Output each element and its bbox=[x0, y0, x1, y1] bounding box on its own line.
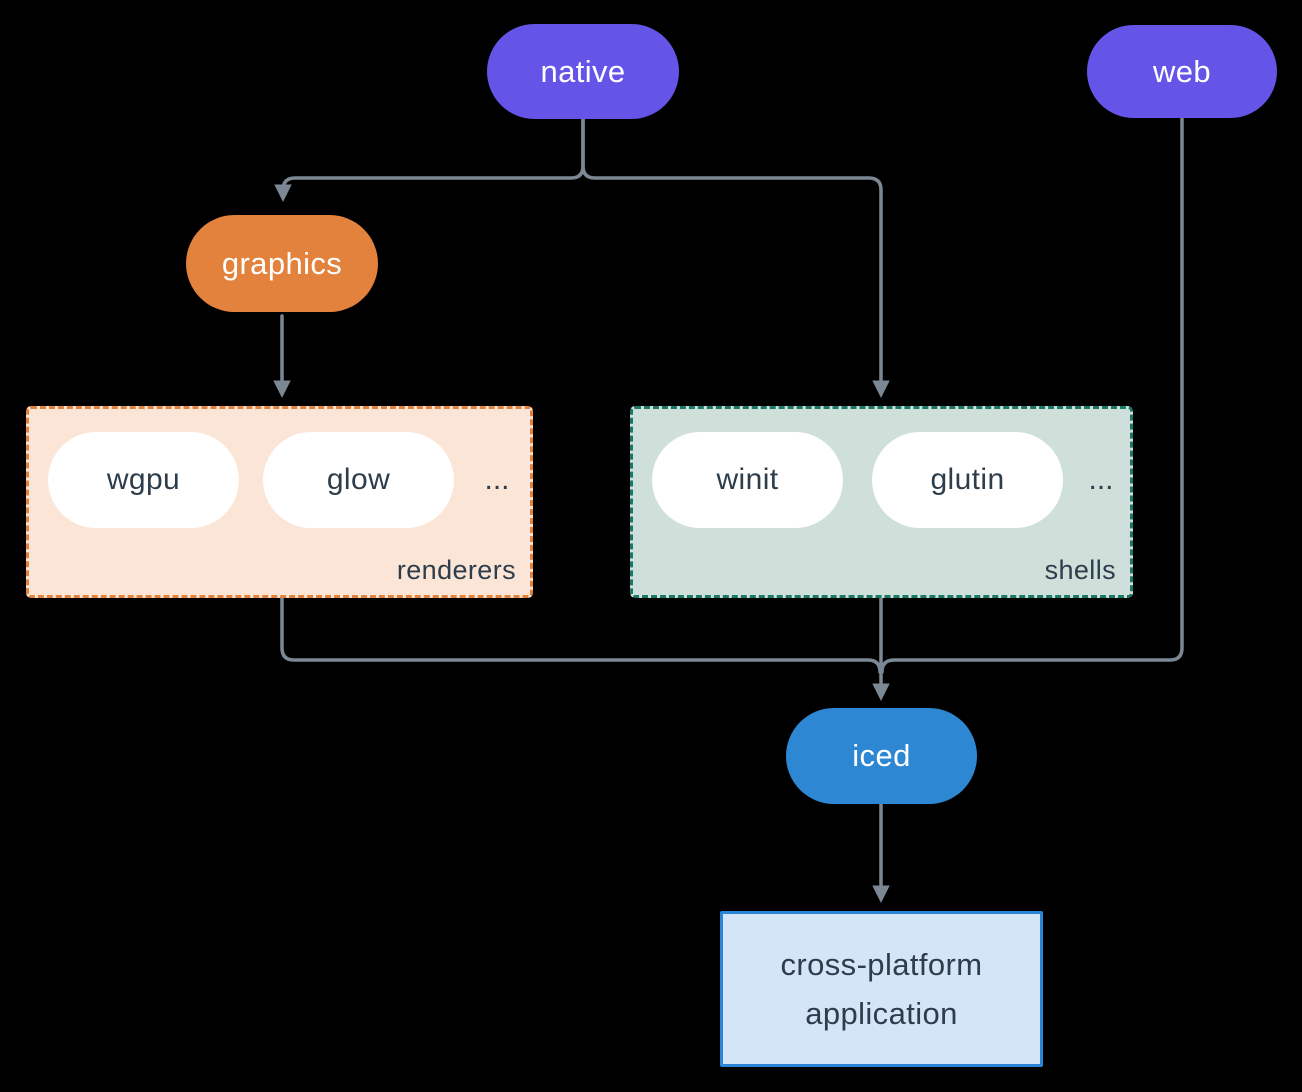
group-shells: winit glutin ... shells bbox=[630, 406, 1133, 598]
node-iced: iced bbox=[786, 708, 977, 804]
node-native: native bbox=[487, 24, 679, 119]
edge-web-to-junction bbox=[880, 116, 1184, 674]
group-renderers: wgpu glow ... renderers bbox=[26, 406, 533, 598]
pill-glow: glow bbox=[263, 432, 454, 528]
app-label-line2: application bbox=[805, 995, 958, 1031]
pill-glutin: glutin bbox=[872, 432, 1063, 528]
edge-native-to-graphics bbox=[274, 117, 585, 202]
shells-label: shells bbox=[1044, 555, 1116, 585]
renderers-label: renderers bbox=[396, 555, 516, 585]
edge-renderers-to-junction bbox=[280, 594, 882, 674]
edge-native-to-shells bbox=[581, 117, 890, 398]
pill-winit: winit bbox=[652, 432, 843, 528]
shells-ellipsis: ... bbox=[1088, 463, 1114, 496]
renderers-ellipsis: ... bbox=[484, 463, 510, 496]
app-label-line1: cross-platform bbox=[780, 946, 983, 982]
node-web: web bbox=[1087, 25, 1277, 118]
node-graphics: graphics bbox=[186, 215, 378, 312]
node-cross-platform-application: cross-platform application bbox=[720, 911, 1043, 1067]
pill-wgpu: wgpu bbox=[48, 432, 239, 528]
